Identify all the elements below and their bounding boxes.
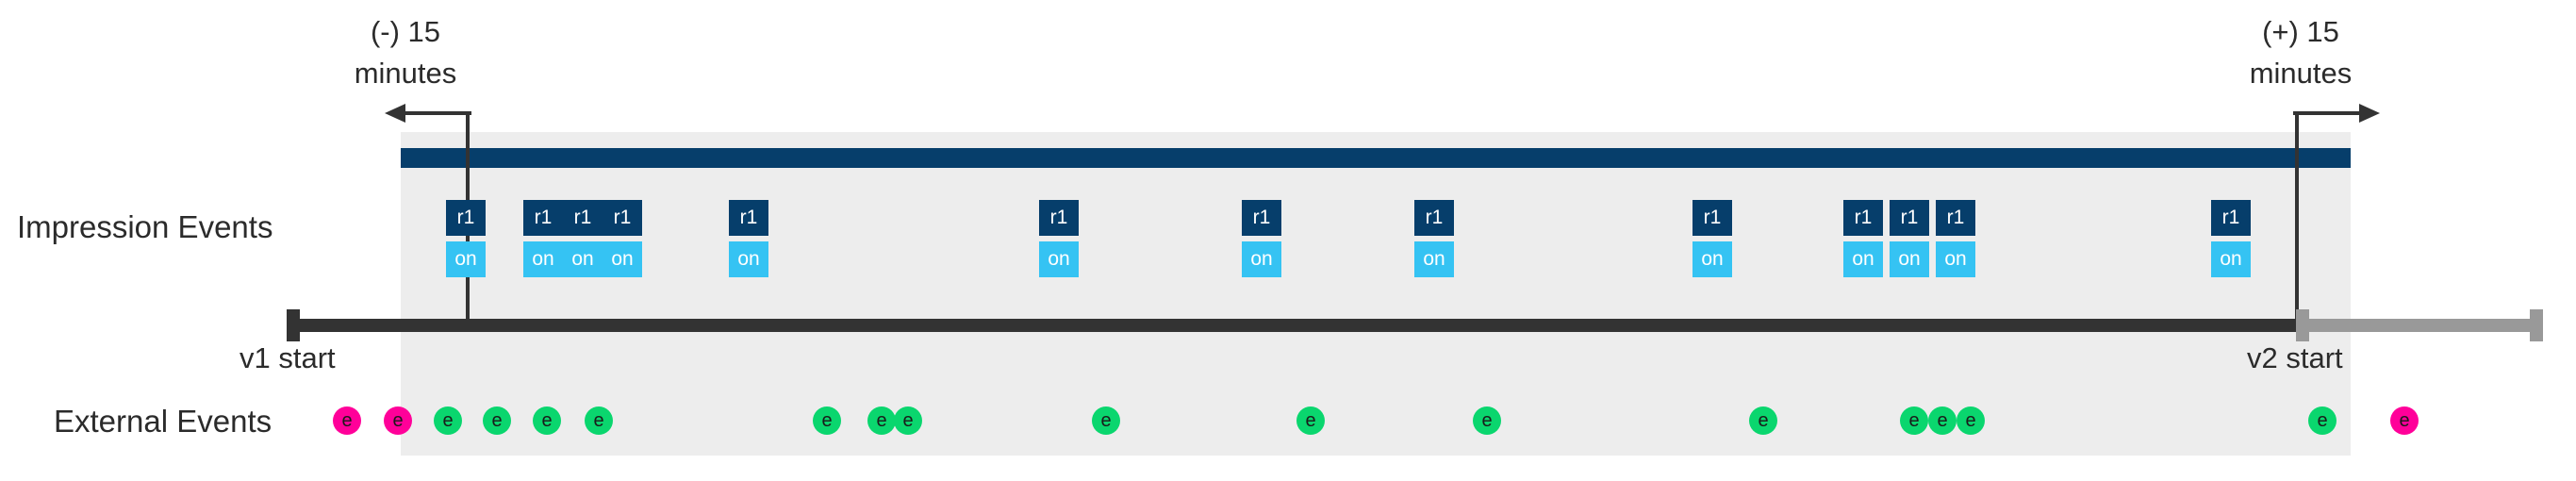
external-event-dot-in-window: e xyxy=(1473,406,1501,435)
impression-request-chip: r1 xyxy=(1242,200,1281,236)
external-event-dot-in-window: e xyxy=(1749,406,1777,435)
impression-marker: r1 on xyxy=(1039,200,1079,277)
impression-request-chip: r1 xyxy=(1414,200,1454,236)
external-event-dot-in-window: e xyxy=(483,406,511,435)
external-event-dot-in-window: e xyxy=(813,406,841,435)
impression-marker: r1 on xyxy=(563,200,603,277)
right-window-guide xyxy=(2295,113,2299,321)
impression-request-chip: r1 xyxy=(1039,200,1079,236)
impression-marker: r1 on xyxy=(1936,200,1975,277)
external-event-dot-in-window: e xyxy=(585,406,613,435)
impression-marker: r1 on xyxy=(523,200,563,277)
left-offset-line1: (-) 15 xyxy=(370,15,441,48)
external-event-dot-out-window: e xyxy=(2390,406,2419,435)
right-offset-line1: (+) 15 xyxy=(2262,15,2339,48)
impression-request-chip: r1 xyxy=(729,200,768,236)
v2-end-cap xyxy=(2530,309,2543,341)
right-offset-arrow-icon xyxy=(2293,104,2380,123)
left-offset-line2: minutes xyxy=(354,57,457,90)
row-label-external-events: External Events xyxy=(54,404,272,439)
impression-rail xyxy=(401,148,2351,168)
impression-request-chip: r1 xyxy=(603,200,642,236)
impression-state-chip: on xyxy=(1936,241,1975,277)
impression-request-chip: r1 xyxy=(563,200,603,236)
impression-request-chip: r1 xyxy=(523,200,563,236)
external-event-dot-in-window: e xyxy=(1957,406,1985,435)
impression-state-chip: on xyxy=(1414,241,1454,277)
external-event-dot-in-window: e xyxy=(533,406,561,435)
impression-state-chip: on xyxy=(1890,241,1929,277)
external-event-dot-out-window: e xyxy=(333,406,361,435)
external-event-dot-in-window: e xyxy=(894,406,922,435)
right-offset-callout: (+) 15 minutes xyxy=(2216,11,2386,94)
external-event-dot-in-window: e xyxy=(2308,406,2337,435)
external-event-dot-in-window: e xyxy=(434,406,462,435)
v1-lifeline-bar xyxy=(287,319,2296,332)
attribution-window-band xyxy=(401,132,2351,456)
impression-state-chip: on xyxy=(1693,241,1732,277)
v2-start-label: v2 start xyxy=(2247,341,2343,374)
impression-state-chip: on xyxy=(563,241,603,277)
impression-request-chip: r1 xyxy=(1693,200,1732,236)
external-event-dot-out-window: e xyxy=(384,406,412,435)
external-event-dot-in-window: e xyxy=(1092,406,1120,435)
impression-marker: r1 on xyxy=(603,200,642,277)
impression-request-chip: r1 xyxy=(446,200,486,236)
left-offset-arrow-icon xyxy=(385,104,471,123)
impression-marker: r1 on xyxy=(729,200,768,277)
impression-marker: r1 on xyxy=(446,200,486,277)
external-event-dot-in-window: e xyxy=(1296,406,1325,435)
left-offset-callout: (-) 15 minutes xyxy=(321,11,490,94)
impression-marker: r1 on xyxy=(1414,200,1454,277)
impression-request-chip: r1 xyxy=(2211,200,2251,236)
impression-state-chip: on xyxy=(729,241,768,277)
right-offset-line2: minutes xyxy=(2249,57,2353,90)
impression-state-chip: on xyxy=(603,241,642,277)
row-label-impression-events: Impression Events xyxy=(17,209,273,244)
impression-marker: r1 on xyxy=(1693,200,1732,277)
impression-state-chip: on xyxy=(1242,241,1281,277)
impression-state-chip: on xyxy=(446,241,486,277)
impression-state-chip: on xyxy=(2211,241,2251,277)
impression-marker: r1 on xyxy=(1242,200,1281,277)
external-event-dot-in-window: e xyxy=(1900,406,1928,435)
v1-start-label: v1 start xyxy=(239,341,336,374)
external-event-dot-in-window: e xyxy=(867,406,896,435)
impression-state-chip: on xyxy=(1843,241,1883,277)
impression-request-chip: r1 xyxy=(1936,200,1975,236)
impression-request-chip: r1 xyxy=(1890,200,1929,236)
impression-marker: r1 on xyxy=(2211,200,2251,277)
external-event-dot-in-window: e xyxy=(1928,406,1957,435)
impression-state-chip: on xyxy=(1039,241,1079,277)
impression-request-chip: r1 xyxy=(1843,200,1883,236)
impression-marker: r1 on xyxy=(1843,200,1883,277)
v2-lifeline-bar xyxy=(2296,319,2543,332)
impression-state-chip: on xyxy=(523,241,563,277)
impression-marker: r1 on xyxy=(1890,200,1929,277)
